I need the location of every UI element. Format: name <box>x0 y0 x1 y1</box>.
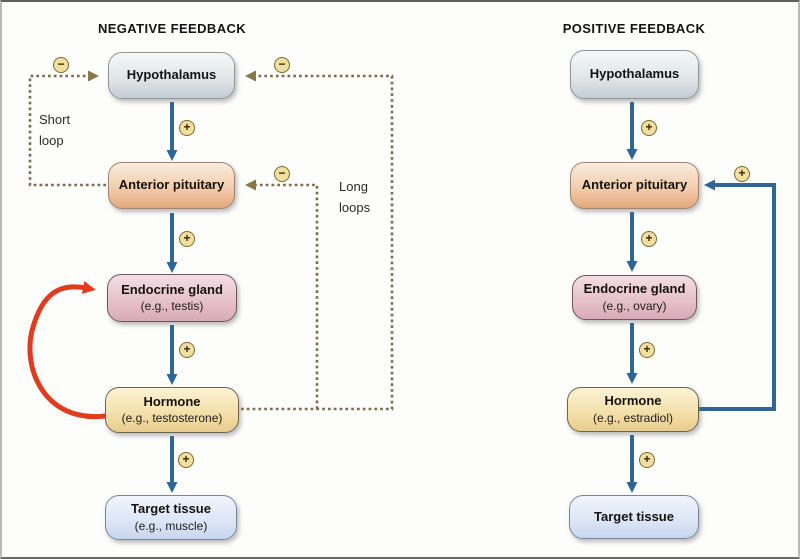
plus-icon: + <box>641 231 657 247</box>
node-label: Hypothalamus <box>126 67 217 83</box>
node-label: Endocrine gland <box>583 281 686 297</box>
red-feedback-arrow <box>27 281 108 420</box>
plus-icon: + <box>734 166 750 182</box>
node-sublabel: (e.g., ovary) <box>602 298 667 313</box>
node-target-tissue-negative: Target tissue (e.g., muscle) <box>105 495 237 540</box>
node-endocrine-gland-negative: Endocrine gland (e.g., testis) <box>107 274 237 322</box>
plus-icon: + <box>178 452 194 468</box>
plus-icon: + <box>179 120 195 136</box>
node-sublabel: (e.g., estradiol) <box>592 410 674 425</box>
node-hormone-negative: Hormone (e.g., testosterone) <box>105 387 239 433</box>
node-label: Hormone <box>604 393 662 409</box>
minus-icon: − <box>53 57 69 73</box>
negative-feedback-title: NEGATIVE FEEDBACK <box>97 21 247 36</box>
node-sublabel: (e.g., muscle) <box>134 518 208 533</box>
short-loop-label: Short loop <box>39 112 71 148</box>
plus-icon: + <box>179 342 195 358</box>
node-hormone-positive: Hormone (e.g., estradiol) <box>567 387 699 432</box>
node-label: Target tissue <box>594 508 674 524</box>
positive-feedback-path <box>699 179 776 411</box>
plus-icon: + <box>179 231 195 247</box>
node-label: Endocrine gland <box>121 281 223 297</box>
node-label: Anterior pituitary <box>581 177 688 193</box>
long-loop-outer-path <box>241 70 394 411</box>
plus-icon: + <box>639 452 655 468</box>
node-label: Hypothalamus <box>589 66 680 82</box>
node-label: Target tissue <box>131 501 211 517</box>
node-label: Anterior pituitary <box>118 177 225 193</box>
long-loop-inner-path <box>245 179 319 409</box>
node-sublabel: (e.g., testosterone) <box>121 411 223 426</box>
node-anterior-pituitary-negative: Anterior pituitary <box>108 162 235 209</box>
plus-icon: + <box>641 120 657 136</box>
node-target-tissue-positive: Target tissue <box>569 495 699 539</box>
minus-icon: − <box>274 57 290 73</box>
node-hypothalamus-positive: Hypothalamus <box>570 50 699 99</box>
long-loops-label: Long loops <box>339 179 371 215</box>
minus-icon: − <box>274 166 290 182</box>
positive-feedback-title: POSITIVE FEEDBACK <box>562 21 706 36</box>
node-endocrine-gland-positive: Endocrine gland (e.g., ovary) <box>572 275 697 320</box>
node-anterior-pituitary-positive: Anterior pituitary <box>570 162 699 209</box>
node-label: Hormone <box>143 393 201 409</box>
plus-icon: + <box>639 342 655 358</box>
node-hypothalamus-negative: Hypothalamus <box>108 52 235 99</box>
node-sublabel: (e.g., testis) <box>140 299 204 314</box>
